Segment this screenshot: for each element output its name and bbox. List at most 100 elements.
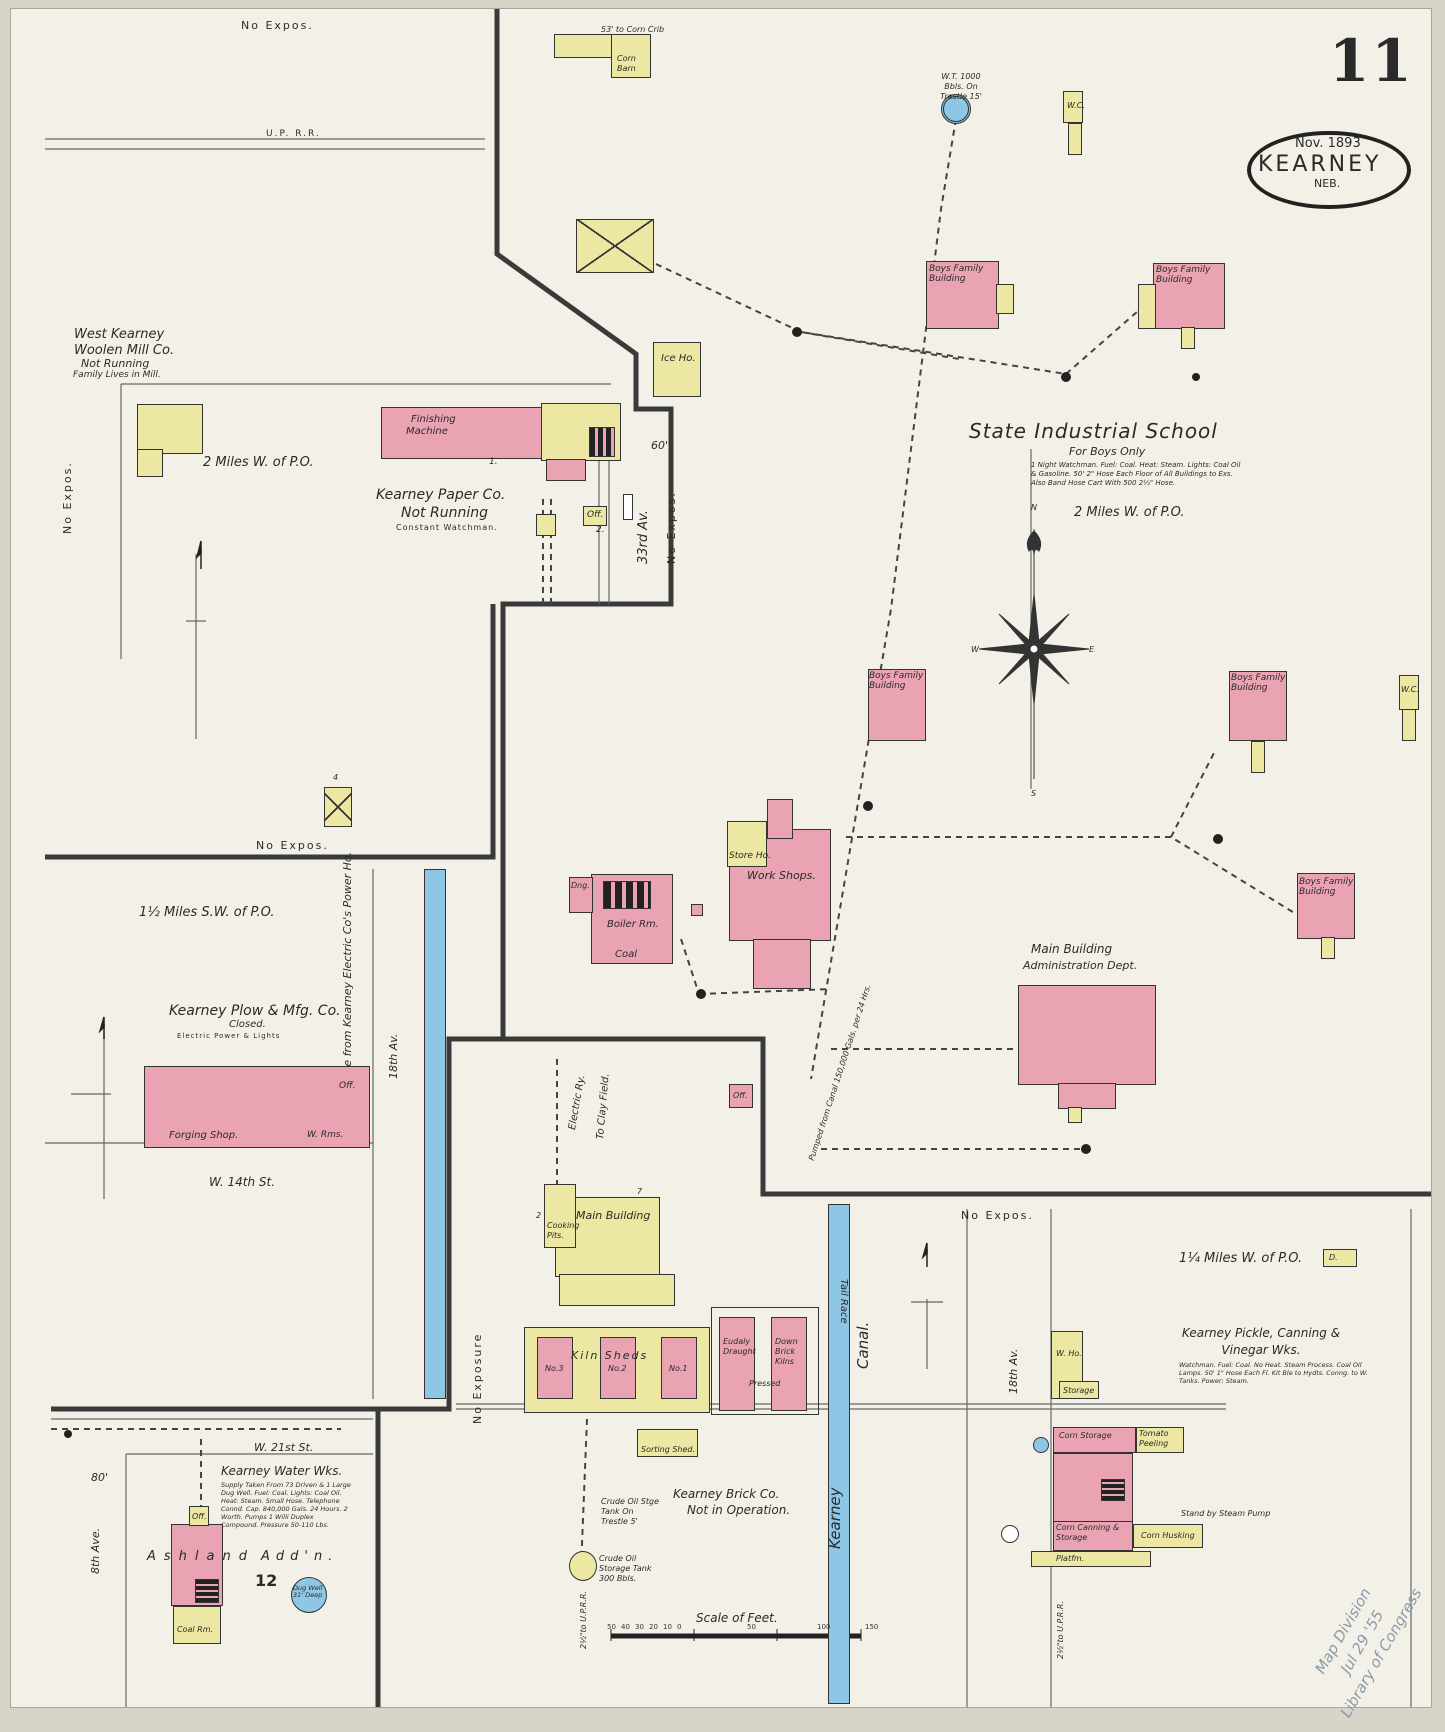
ice-house [653,342,701,397]
main-building [1018,985,1156,1085]
school-distance: 2 Miles W. of P.O. [1074,505,1185,520]
up-rr-label: U.P. R.R. [266,129,321,139]
pickle-stand-label: Stand by Steam Pump [1181,1509,1271,1518]
store-house [727,821,767,867]
brick-kiln-sheds-2 [711,1307,819,1415]
paper-co-status: Not Running [401,505,488,521]
boundary-bottom [375,1406,449,1707]
pickle-pump [1001,1525,1019,1543]
paper-co-note: Constant Watchman. [396,523,498,532]
brick-kiln-sheds-label: Kiln Sheds [571,1349,649,1362]
plow-num4: 4 [333,773,339,782]
pickle-corn-storage-label: Corn Storage [1059,1431,1112,1440]
brick-num2: 2 [536,1211,542,1220]
brick-storage-tank-label: Crude Oil Storage Tank 300 Bbls. [599,1554,652,1583]
boys-family-e-label: Boys Family Building [929,264,984,284]
boundary-top-center [494,9,1431,1197]
sheet-state: NEB. [1314,177,1341,190]
water-wks-coal [173,1606,221,1644]
water-wks-street: W. 21st St. [254,1441,314,1454]
plow-power: Electric Power & Lights [177,1032,281,1040]
plow-status: Closed. [229,1019,266,1030]
paper-co-shed [536,514,556,536]
woolen-mill-title: West Kearney [74,327,165,342]
no-expos-top: No Expos. [241,19,314,32]
work-shops-lower [753,939,811,989]
wc-top-label: W.C. [1067,101,1085,110]
tail-race-channel [424,869,446,1399]
boys-family-b-label: Boys Family Building [1299,877,1354,897]
pickle-name: Kearney Pickle, Canning & Vinegar Wks. [1181,1326,1341,1357]
woolen-mill-building [137,404,203,454]
canal-label: Canal. [854,1321,872,1369]
sheet-ref-12: 12 [255,1571,278,1590]
sheet-city: KEARNEY [1258,152,1382,177]
paper-co-annex [546,459,586,481]
school-office-label: Off. [733,1091,748,1100]
brick-down-label: Down Brick Kilns [775,1337,798,1366]
scale-tick-label: 150 [865,1623,879,1631]
admin-label: Administration Dept. [1023,959,1138,972]
pickle-engine [1101,1479,1125,1501]
no-expos-mid: No Expos. [256,839,329,852]
boundary-mid [51,1036,503,1412]
water-wks-notes: Supply Taken From 73 Driven & 1 Large Du… [221,1481,351,1529]
main-building-porch [1068,1107,1082,1123]
pickle-corn-storage [1053,1427,1136,1453]
brick-kiln-no1-label: No.1 [669,1364,688,1373]
water-wks-off: Off. [192,1512,207,1521]
kearney-canal-label: Kearney [826,1487,844,1549]
pickle-corn-husking-label: Corn Husking [1141,1531,1195,1540]
compass-s: S [1031,789,1037,798]
scale-tick-label: 100 [817,1623,831,1631]
paper-co-avenue: 33rd Av. [636,510,651,564]
title-cartouche [1247,131,1411,209]
pickle-d-shed [1323,1249,1357,1267]
brick-kiln-no2 [600,1337,636,1399]
addn-label: Add'n. [261,1549,339,1564]
paper-co-off: Off. [587,510,604,520]
school-title: State Industrial School [969,419,1218,443]
corn-barn-wing [611,34,651,78]
plow-off-label: Off. [339,1081,356,1091]
water-wks-avenue: 8th Ave. [89,1527,102,1574]
brick-main-label: Main Building [576,1209,651,1222]
water-tank-label: W.T. 1000 Bbls. On Trestle 15' [940,72,982,101]
compass-w: W [971,645,979,654]
boys-family-b-steps [1321,937,1335,959]
boys-family-building-b [1297,873,1355,939]
brick-eudaly-kiln [719,1317,755,1411]
compass-e: E [1089,645,1095,654]
woolen-mill-status: Not Running [81,357,150,370]
pickle-corn-canning [1053,1521,1133,1551]
boys-family-building-f [1153,263,1225,329]
boys-family-building-d [1229,671,1287,741]
water-wks-boiler [195,1579,219,1603]
sheet-date: Nov. 1893 [1295,136,1361,151]
main-building-wing [1058,1083,1116,1109]
brick-oil-tank-label: Crude Oil Stge Tank On Trestle 5' [601,1497,659,1526]
no-expos-33rd: No Expos. [665,491,678,564]
paper-co-finishing-label: Finishing [411,414,456,425]
pickle-platform [1031,1551,1151,1567]
pickle-tomato-label: Tomato Peeling [1139,1429,1169,1448]
scale-tick-label: 50 [747,1623,756,1631]
school-notes: 1 Night Watchman. Fuel: Coal. Heat: Stea… [1031,461,1241,487]
boys-family-d-steps [1251,741,1265,773]
wc-right-2 [1402,709,1416,741]
brick-kiln-no2-label: No.2 [608,1364,627,1373]
woolen-mill-note: Family Lives in Mill. [73,370,161,380]
pickle-whse-label: W. Ho. [1056,1349,1082,1358]
wc-right-label: W.C. [1401,685,1419,694]
brick-sorting-label: Sorting Shed. [641,1445,696,1454]
boys-family-f-steps [1181,327,1195,349]
brick-cooking-label: Cooking Pits. [547,1221,580,1240]
plow-distance: 1½ Miles S.W. of P.O. [139,905,275,920]
up-rr-bottom-label-2: 2½"to U.P.R.R. [1056,1601,1065,1659]
paper-co-boilers-black [589,427,615,457]
paper-co-finishing [381,407,543,459]
boys-family-c-label: Boys Family Building [869,671,924,691]
wc-top [1063,91,1083,123]
boys-family-building-e [926,261,999,329]
map-lines [45,9,1431,1707]
